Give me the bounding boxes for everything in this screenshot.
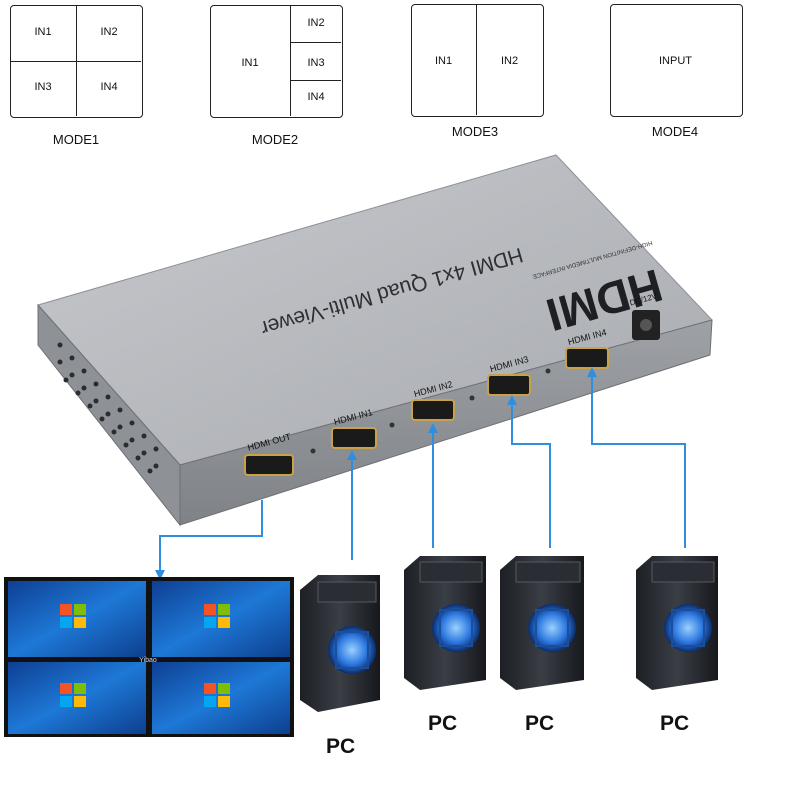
- windows-logo-icon: [204, 683, 230, 707]
- mode2-cell-in1: IN1: [241, 57, 259, 69]
- pc-label-1: PC: [326, 735, 356, 758]
- mode4-cell-input: INPUT: [659, 55, 692, 67]
- mode1-cell-in4: IN4: [100, 81, 118, 93]
- dc-power-port: DC/12V: [629, 291, 660, 340]
- pc-tower-4: [636, 556, 718, 690]
- mode3-label: MODE3: [451, 124, 499, 139]
- windows-logo-icon: [60, 604, 86, 628]
- mode3-cell-in1: IN1: [434, 55, 453, 67]
- mode1-cell-in1: IN1: [34, 26, 52, 38]
- mode2-label: MODE2: [251, 132, 299, 147]
- connection-arrows: [155, 367, 686, 580]
- windows-logo-icon: [204, 604, 230, 628]
- vent-holes: [57, 342, 159, 474]
- pc-label-2: PC: [428, 712, 458, 735]
- pc-tower-1: [300, 575, 380, 712]
- mode3-cell-in2: IN2: [500, 55, 519, 67]
- mode2-cell-in2: IN2: [307, 17, 325, 29]
- mode4-label: MODE4: [651, 124, 699, 139]
- mode2-cell-in3: IN3: [307, 57, 325, 69]
- mode3-frame: [411, 4, 544, 117]
- multiviewer-device: HDMI 4x1 Quad Multi-Viewer HDMI HIGH-DEF…: [37, 154, 713, 527]
- mode1-cell-in2: IN2: [100, 26, 118, 38]
- mode2-frame: [210, 5, 343, 118]
- arrow-pc4-to-in4: [587, 367, 686, 548]
- windows-logo-icon: [60, 683, 86, 707]
- arrow-out-to-monitor: [155, 500, 263, 580]
- pc-tower-2: [404, 556, 486, 690]
- pc-label-3: PC: [525, 712, 555, 735]
- arrow-pc3-to-in3: [507, 395, 551, 548]
- mode1-label: MODE1: [52, 132, 100, 147]
- pc-tower-3: [500, 556, 584, 690]
- watermark-text: Yibao: [139, 657, 157, 664]
- mode2-cell-in4: IN4: [307, 91, 325, 103]
- quad-monitor: Yibao: [4, 577, 294, 737]
- mode1-cell-in3: IN3: [34, 81, 52, 93]
- pc-label-4: PC: [660, 712, 690, 735]
- mode4-frame: [610, 4, 743, 117]
